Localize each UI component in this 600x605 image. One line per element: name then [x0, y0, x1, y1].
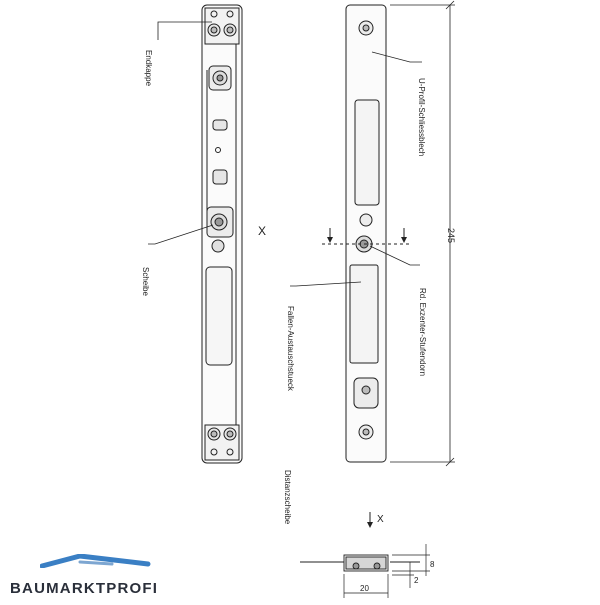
upper-screw	[208, 65, 232, 91]
u-profil-leader	[371, 51, 422, 63]
upper-cutout	[354, 99, 380, 206]
brand-name: BAUMARKTPROFI	[10, 580, 159, 597]
section-dimensions	[343, 544, 430, 598]
section-markers	[322, 228, 412, 245]
section-profile	[300, 554, 420, 572]
brand-logo: BAUMARKTPROFI	[6, 554, 176, 598]
section-view: X 8 2 20	[300, 512, 435, 598]
dim-8-label: 8	[430, 560, 435, 569]
brand-roof-icon	[40, 554, 151, 568]
section-x-mark: X	[377, 514, 384, 525]
top-end-cap	[204, 7, 240, 45]
mid-hole	[359, 213, 373, 227]
endkappe-leader	[157, 21, 212, 40]
scheibe-leader	[148, 224, 214, 245]
scheibe-part	[206, 206, 234, 253]
label-u-profil: U-Profil-Schliessblech	[417, 78, 426, 156]
exzenter-leader	[369, 245, 420, 266]
falle-insert	[349, 264, 379, 364]
label-rd-exzenter: Rd. Exzenter-Stufendorn	[418, 288, 427, 376]
label-fallen: Fallen-Austauschstueck	[286, 306, 295, 392]
latch-opening	[205, 266, 233, 366]
left-strike-plate-view	[201, 4, 243, 464]
left-leaders	[148, 21, 214, 245]
dimension-245	[390, 0, 455, 467]
upper-slot	[212, 119, 228, 131]
label-scheibe: Scheibe	[141, 267, 150, 296]
label-endkappe: Endkappe	[144, 50, 153, 87]
label-distanzscheibe: Distanzscheibe	[283, 470, 292, 525]
dim-20-label: 20	[360, 584, 369, 593]
right-strike-plate-view	[345, 4, 387, 463]
fallen-leader	[290, 281, 362, 287]
view-x-mark: X	[258, 224, 266, 238]
lower-slot	[212, 169, 228, 185]
dim-2-label: 2	[414, 576, 419, 585]
right-leaders	[290, 51, 422, 287]
bottom-end-cap	[204, 424, 240, 461]
small-hole	[215, 147, 221, 153]
dimension-245-label: 245	[446, 228, 456, 243]
